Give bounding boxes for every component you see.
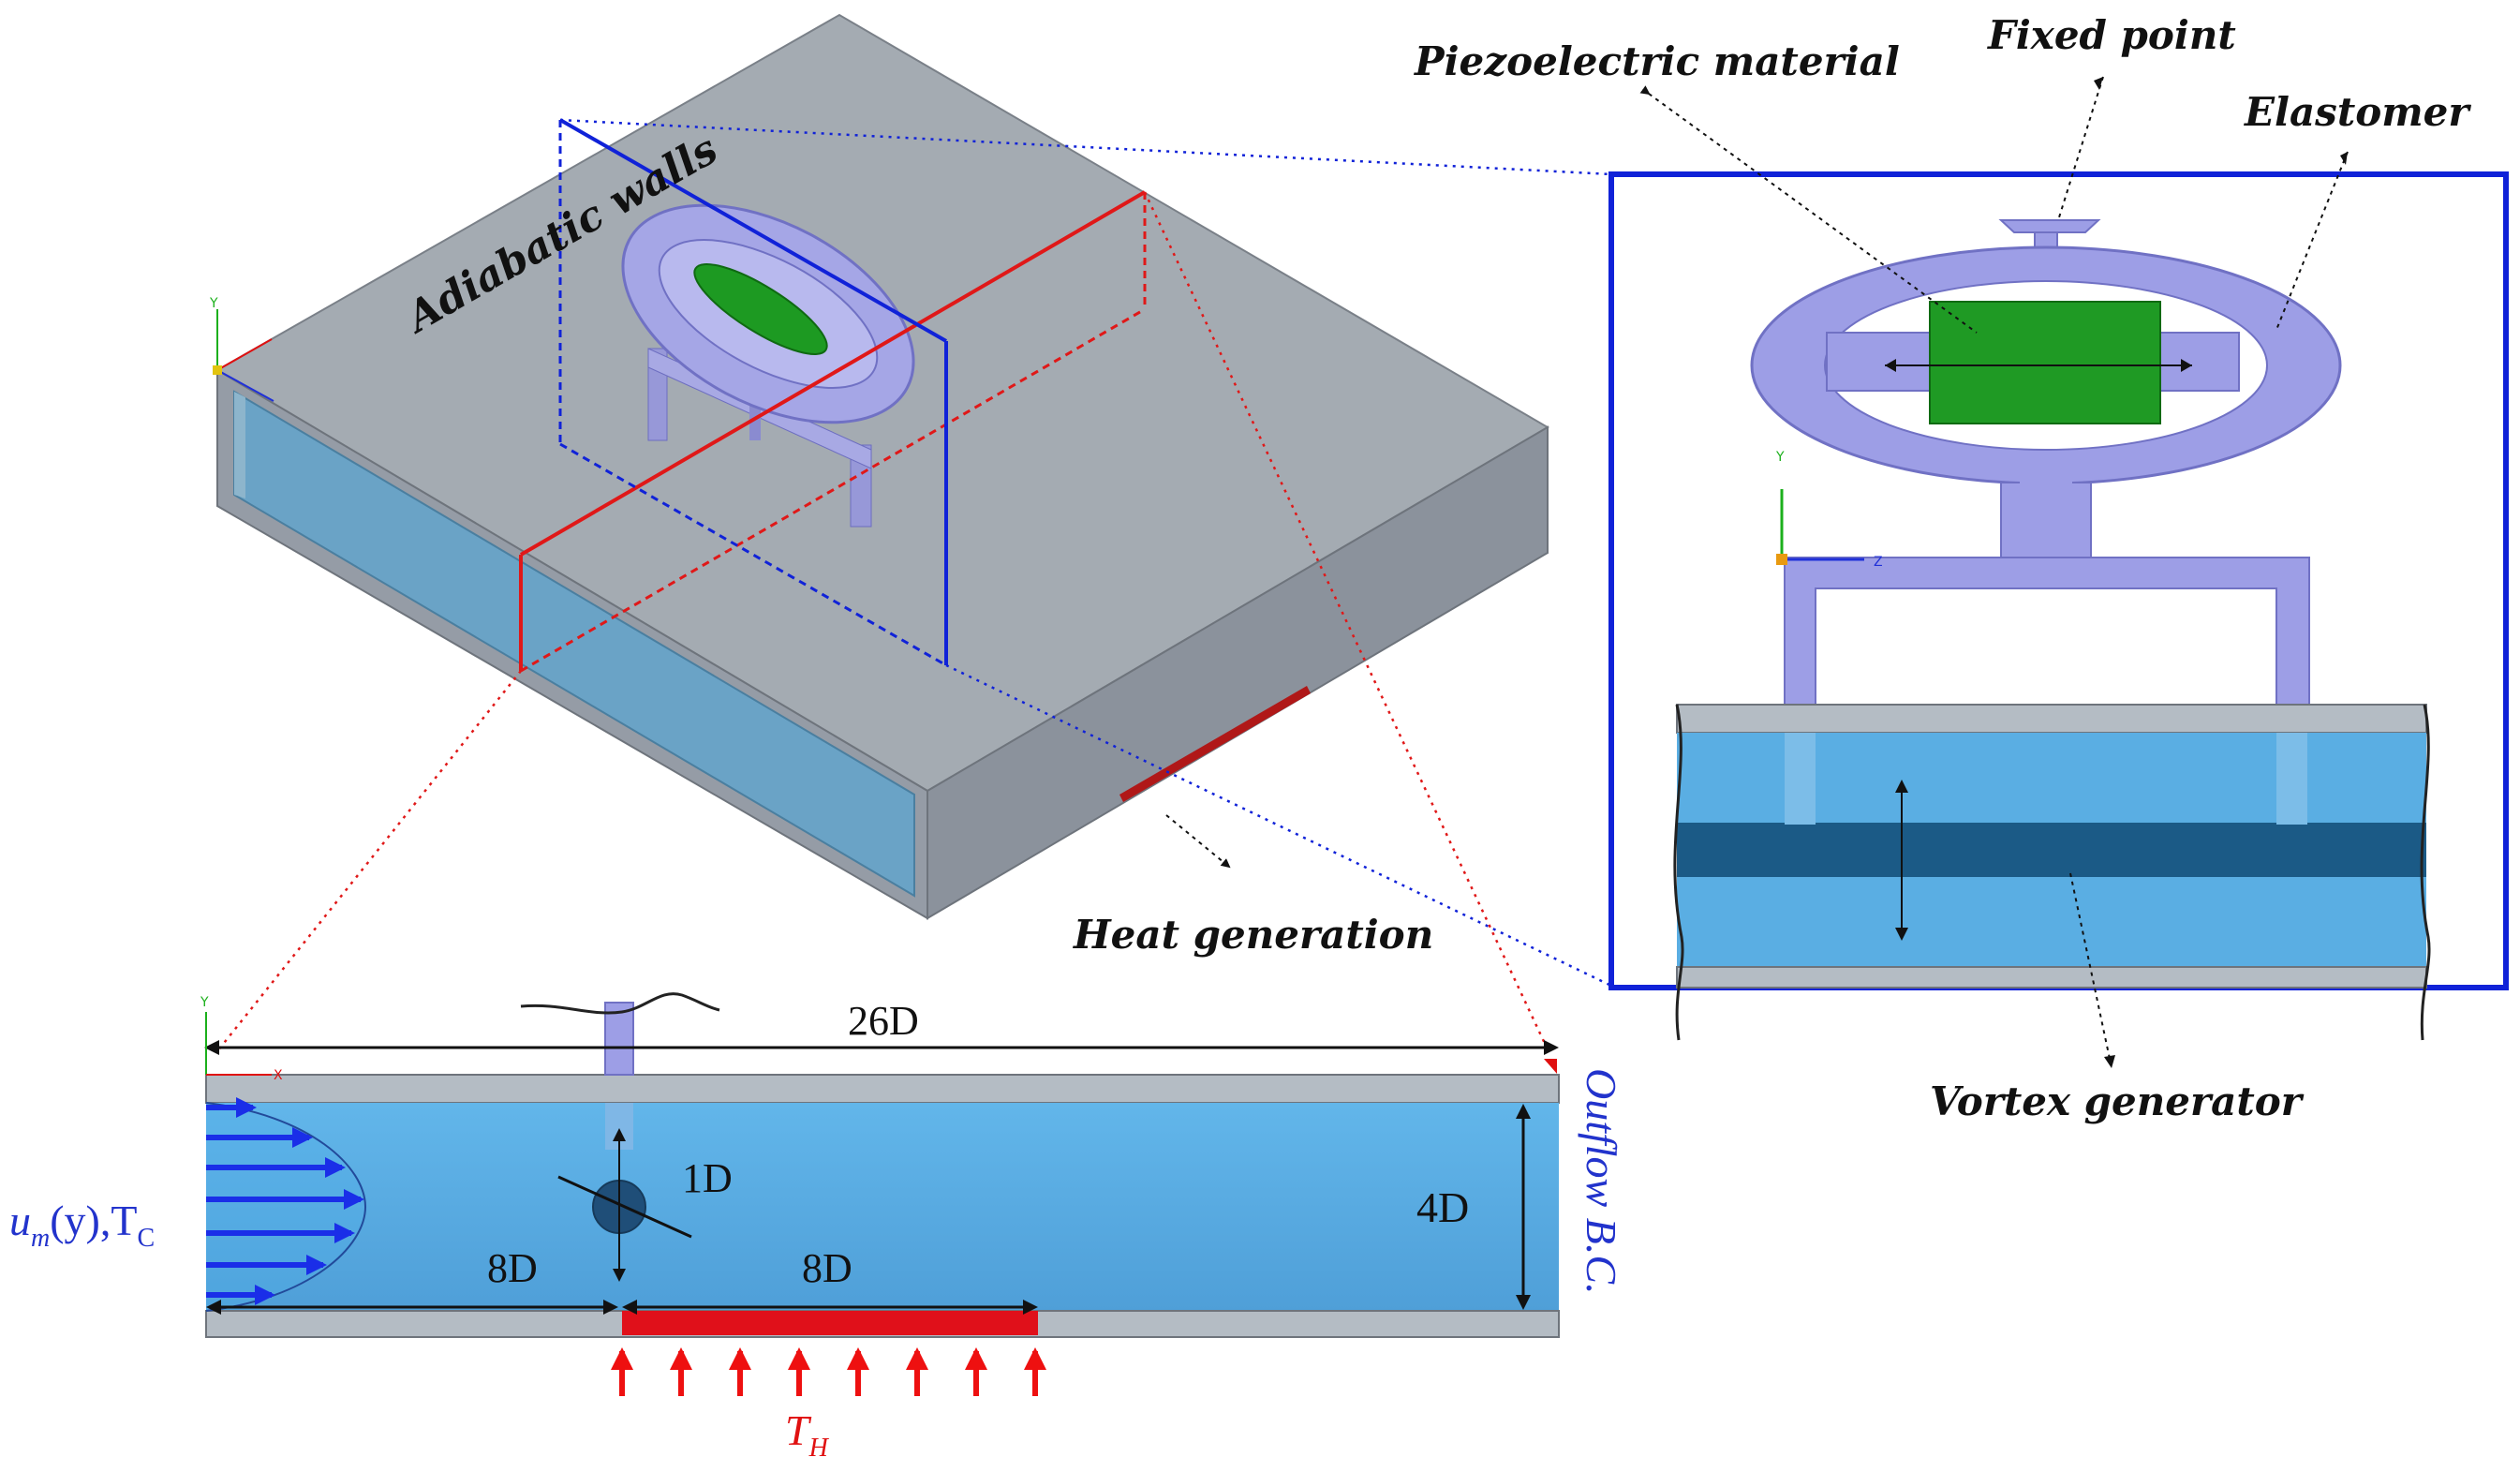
label-heat-generation: Heat generation: [1073, 912, 1433, 958]
heater-2d: [622, 1311, 1038, 1335]
section-planes: [519, 118, 1147, 673]
channel-fluid-2d: [206, 1103, 1559, 1311]
detail-view: Y Z: [1608, 171, 2509, 1041]
elastomer-pointer: [2275, 151, 2349, 331]
dim-upstream: 8D: [487, 1245, 538, 1291]
vortex-generator-section: [1677, 823, 2426, 877]
vortex-pointer: [2069, 872, 2111, 1060]
dim-height: 4D: [1416, 1183, 1469, 1231]
axis-triad-3d: Y: [209, 296, 274, 402]
axis-label-y: Y: [209, 296, 218, 311]
label-vortex-generator: Vortex generator: [1930, 1078, 2305, 1124]
section-2d: Y X: [200, 992, 1560, 1396]
piezo-pointer: [1639, 85, 1978, 334]
section-axis-x: X: [274, 1068, 283, 1083]
section-axis-y: Y: [200, 995, 209, 1010]
leader-lines: [216, 118, 1612, 1052]
dim-length: 26D: [848, 998, 919, 1044]
piezo-element: [1929, 301, 2161, 424]
detail-axis-z: Z: [1874, 555, 1883, 570]
dim-heater: 8D: [802, 1245, 852, 1291]
channel-3d: [215, 13, 1549, 920]
heat-generation-pointer: [1165, 814, 1231, 869]
label-piezoelectric: Piezoelectric material: [1414, 38, 1900, 84]
dim-diameter: 1D: [682, 1155, 733, 1201]
label-th: TH: [785, 1406, 830, 1463]
label-fixed-point: Fixed point: [1987, 12, 2236, 58]
detail-axis-y: Y: [1775, 450, 1785, 465]
channel-right-face: [926, 425, 1549, 920]
label-elastomer: Elastomer: [2244, 89, 2471, 135]
label-inlet: um(y),TC: [9, 1197, 155, 1253]
label-outflow: Outflow B.C.: [1578, 1068, 1625, 1295]
